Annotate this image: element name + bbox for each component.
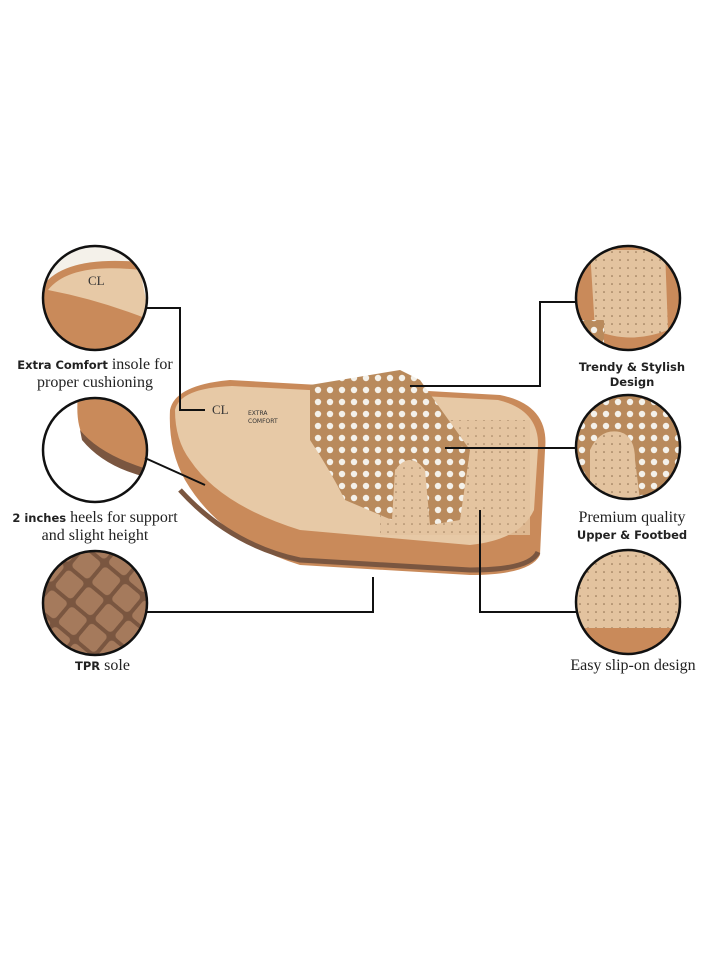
heel-detail-image [43,398,147,502]
svg-text:COMFORT: COMFORT [248,418,278,425]
heel-caption: 2 inches heels for support and slight he… [12,509,178,544]
design-caption: Trendy & Stylish Design [578,360,686,389]
upper-detail-image [576,395,680,499]
svg-text:CL: CL [212,402,229,417]
svg-text:EXTRA: EXTRA [248,410,268,417]
slipon-caption: Easy slip-on design [570,657,696,674]
callout-lines [144,301,576,613]
sandal-logo: CL EXTRA COMFORT [212,402,278,425]
sole-caption: TPR sole [75,657,130,674]
svg-text:CL: CL [88,273,105,288]
sole-detail-image [43,551,147,655]
slipon-detail-image [576,550,680,654]
sandal-image [169,370,546,575]
detail-circles [41,244,682,657]
insole-caption: Extra Comfort insole for proper cushioni… [17,356,173,391]
design-detail-image [576,246,680,350]
insole-detail-image: CL [43,246,147,350]
quality-caption: Premium quality Upper & Footbed [576,509,688,542]
